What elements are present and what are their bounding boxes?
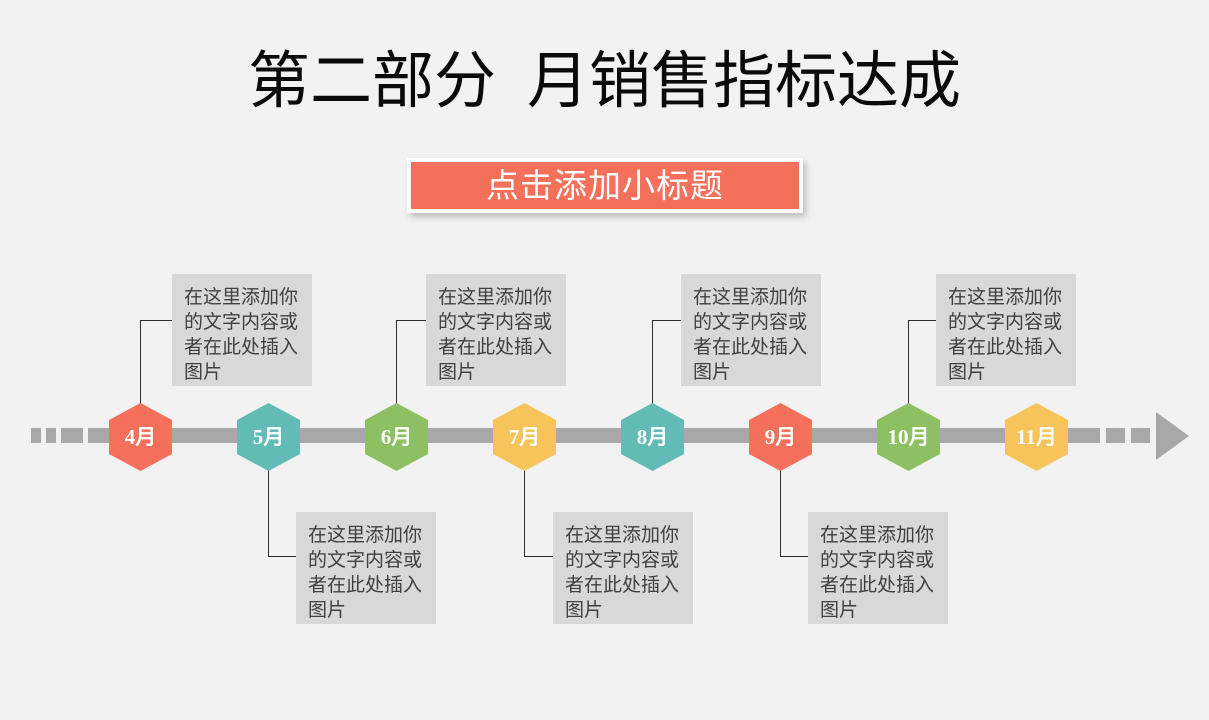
- note-box[interactable]: 在这里添加你的文字内容或者在此处插入图片: [172, 274, 312, 386]
- note-box[interactable]: 在这里添加你的文字内容或者在此处插入图片: [808, 512, 948, 624]
- month-label: 6月: [380, 424, 413, 449]
- month-hexagon: 4月: [109, 403, 172, 471]
- connector-line: [268, 556, 296, 558]
- connector-line: [140, 320, 172, 322]
- subtitle-banner[interactable]: 点击添加小标题: [407, 158, 803, 213]
- connector-line: [396, 320, 426, 322]
- note-box[interactable]: 在这里添加你的文字内容或者在此处插入图片: [296, 512, 436, 624]
- month-label: 8月: [636, 424, 669, 449]
- connector-line: [140, 320, 142, 404]
- timeline-dash: [1131, 428, 1150, 443]
- connector-line: [396, 320, 398, 404]
- note-box[interactable]: 在这里添加你的文字内容或者在此处插入图片: [936, 274, 1076, 386]
- month-hexagon: 10月: [877, 403, 940, 471]
- month-hexagon: 6月: [365, 403, 428, 471]
- connector-line: [780, 468, 782, 557]
- note-box[interactable]: 在这里添加你的文字内容或者在此处插入图片: [426, 274, 566, 386]
- connector-line: [268, 468, 270, 557]
- month-label: 11月: [1016, 424, 1057, 449]
- month-hexagon: 11月: [1005, 403, 1068, 471]
- note-text: 在这里添加你的文字内容或者在此处插入图片: [948, 287, 1063, 383]
- timeline-dash: [1106, 428, 1125, 443]
- month-hexagon: 5月: [237, 403, 300, 471]
- month-label: 10月: [887, 424, 930, 449]
- month-label: 5月: [252, 424, 285, 449]
- note-box[interactable]: 在这里添加你的文字内容或者在此处插入图片: [553, 512, 693, 624]
- month-hexagon: 8月: [621, 403, 684, 471]
- note-text: 在这里添加你的文字内容或者在此处插入图片: [693, 287, 808, 383]
- subtitle-label: 点击添加小标题: [486, 167, 724, 204]
- note-text: 在这里添加你的文字内容或者在此处插入图片: [820, 525, 935, 621]
- note-text: 在这里添加你的文字内容或者在此处插入图片: [184, 287, 299, 383]
- connector-line: [908, 320, 910, 404]
- note-text: 在这里添加你的文字内容或者在此处插入图片: [438, 287, 553, 383]
- note-box[interactable]: 在这里添加你的文字内容或者在此处插入图片: [681, 274, 821, 386]
- month-hexagon: 9月: [749, 403, 812, 471]
- connector-line: [652, 320, 654, 404]
- slide-title: 第二部分 月销售指标达成: [247, 48, 961, 116]
- month-hexagon: 7月: [493, 403, 556, 471]
- timeline-bar: [88, 428, 1100, 443]
- timeline-arrow-icon: [1156, 412, 1189, 460]
- note-text: 在这里添加你的文字内容或者在此处插入图片: [565, 525, 680, 621]
- timeline-dash: [46, 428, 56, 443]
- connector-line: [524, 556, 553, 558]
- connector-line: [780, 556, 808, 558]
- connector-line: [524, 468, 526, 557]
- note-text: 在这里添加你的文字内容或者在此处插入图片: [308, 525, 423, 621]
- timeline-dash: [61, 428, 83, 443]
- timeline-dash: [31, 428, 41, 443]
- month-label: 9月: [764, 424, 797, 449]
- month-label: 4月: [124, 424, 157, 449]
- connector-line: [652, 320, 681, 322]
- connector-line: [908, 320, 936, 322]
- month-label: 7月: [508, 424, 541, 449]
